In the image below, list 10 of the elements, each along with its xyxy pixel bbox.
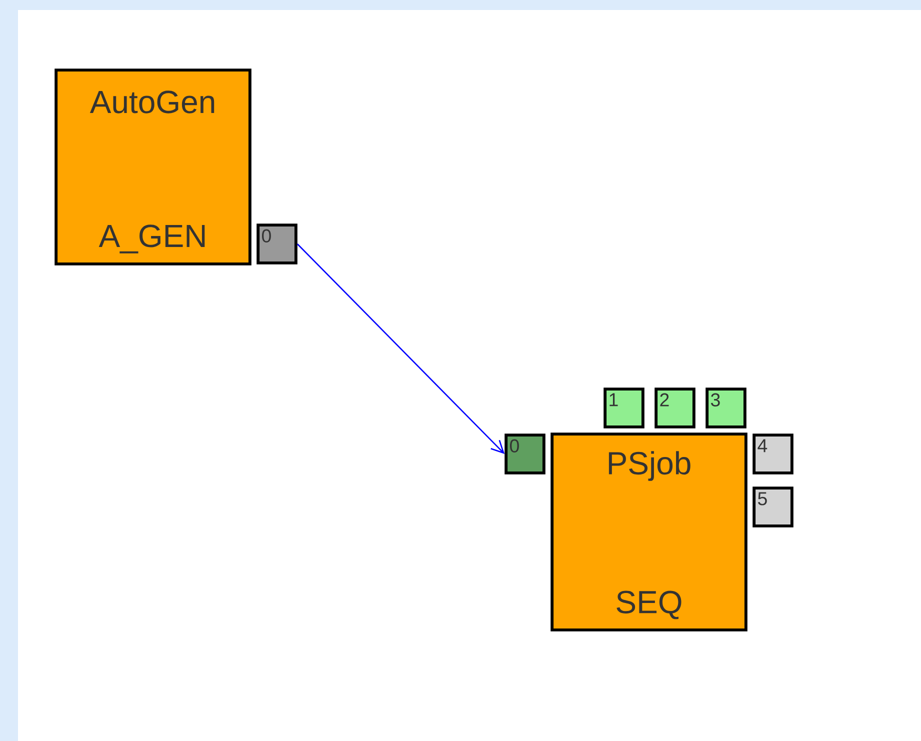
port-box: 4 — [752, 434, 794, 474]
port-box: 0 — [256, 224, 298, 264]
block-box: AutoGen A_GEN — [54, 68, 252, 266]
port-box: 2 — [654, 388, 696, 428]
port-box: 0 — [504, 434, 546, 474]
port-box: 1 — [604, 388, 644, 428]
port-box: 3 — [706, 388, 746, 428]
arrow — [296, 244, 505, 454]
block-box: PSjob SEQ — [550, 432, 748, 632]
port-box: 5 — [752, 486, 794, 528]
